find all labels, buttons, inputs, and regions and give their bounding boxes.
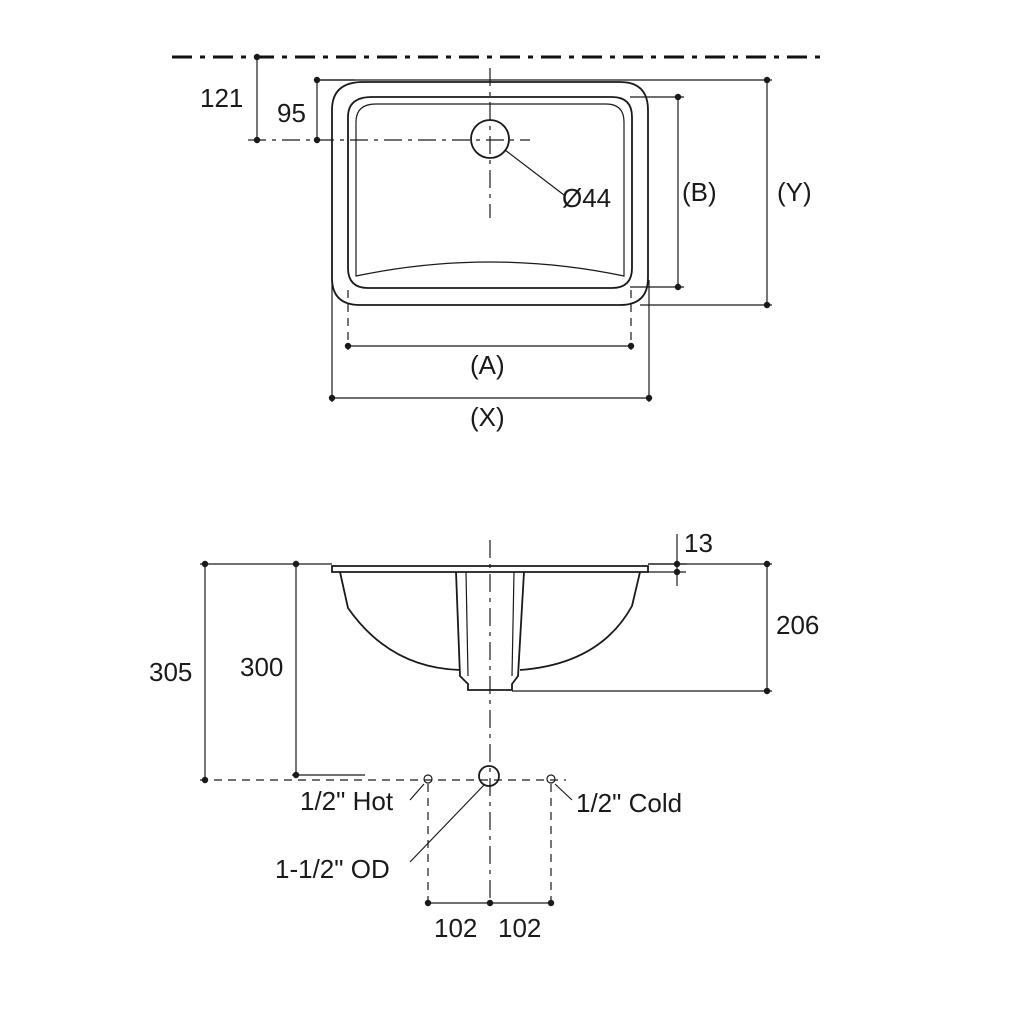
sink-rim-inner xyxy=(347,96,633,289)
sink-rim xyxy=(331,565,649,573)
dim-x-label: (X) xyxy=(470,402,505,432)
dim-x-dot-right xyxy=(645,394,653,402)
dim-121-label: 121 xyxy=(200,83,243,113)
dim-206-dot-bottom xyxy=(763,687,771,695)
dim-a-dot-left xyxy=(344,342,352,350)
cold-supply-label: 1/2" Cold xyxy=(576,788,682,818)
sink-bowl-outline xyxy=(355,103,625,277)
dim-102-dot-right xyxy=(547,899,555,907)
dim-95-label: 95 xyxy=(277,98,306,128)
dim-102-cold-label: 102 xyxy=(498,913,541,943)
drain-od-label: 1-1/2" OD xyxy=(275,854,390,884)
side-view: 13 206 305 300 1/2" Hot 1/2" Cold xyxy=(149,528,819,943)
dim-300-dot-top xyxy=(292,560,300,568)
dim-13-dot-bottom xyxy=(673,568,681,576)
dim-300-label: 300 xyxy=(240,652,283,682)
drain-leader xyxy=(504,149,565,196)
dim-y-dot-bottom xyxy=(763,301,771,309)
dim-y-dot-top xyxy=(763,76,771,84)
drain-inner-right xyxy=(511,571,515,677)
sink-outer-outline xyxy=(331,81,649,306)
dim-102-dot-center xyxy=(486,899,494,907)
sink-bowl-profile xyxy=(339,571,641,671)
dim-b-label: (B) xyxy=(682,177,717,207)
drain-outlet-circle xyxy=(478,765,500,787)
dim-121-dot-bottom xyxy=(253,136,261,144)
dim-13-label: 13 xyxy=(684,528,713,558)
cold-leader xyxy=(554,783,573,801)
drain-inner-left xyxy=(465,571,469,677)
dim-206-label: 206 xyxy=(776,610,819,640)
top-view: Ø44 121 95 (B) (Y) (A) xyxy=(172,53,828,432)
drain-hole xyxy=(470,119,510,159)
dim-95-dot-bottom xyxy=(313,136,321,144)
hot-supply-label: 1/2" Hot xyxy=(300,786,394,816)
dim-x-dot-left xyxy=(328,394,336,402)
dim-a-label: (A) xyxy=(470,350,505,380)
drain-od-leader xyxy=(409,784,485,863)
hot-supply-circle xyxy=(423,774,433,784)
dim-b-dot-top xyxy=(674,93,682,101)
dim-b-dot-bottom xyxy=(674,283,682,291)
dim-305-dot-top xyxy=(201,560,209,568)
dim-102-dot-left xyxy=(424,899,432,907)
dim-206-dot-top xyxy=(763,560,771,568)
hot-leader xyxy=(409,783,425,801)
drain-diameter-label: Ø44 xyxy=(562,183,611,213)
dim-305-label: 305 xyxy=(149,657,192,687)
cold-supply-circle xyxy=(546,774,556,784)
dim-y-label: (Y) xyxy=(777,177,812,207)
dim-102-hot-label: 102 xyxy=(434,913,477,943)
dim-121-dot-top xyxy=(253,53,261,61)
drain-body xyxy=(455,571,525,691)
dim-a-dot-right xyxy=(627,342,635,350)
